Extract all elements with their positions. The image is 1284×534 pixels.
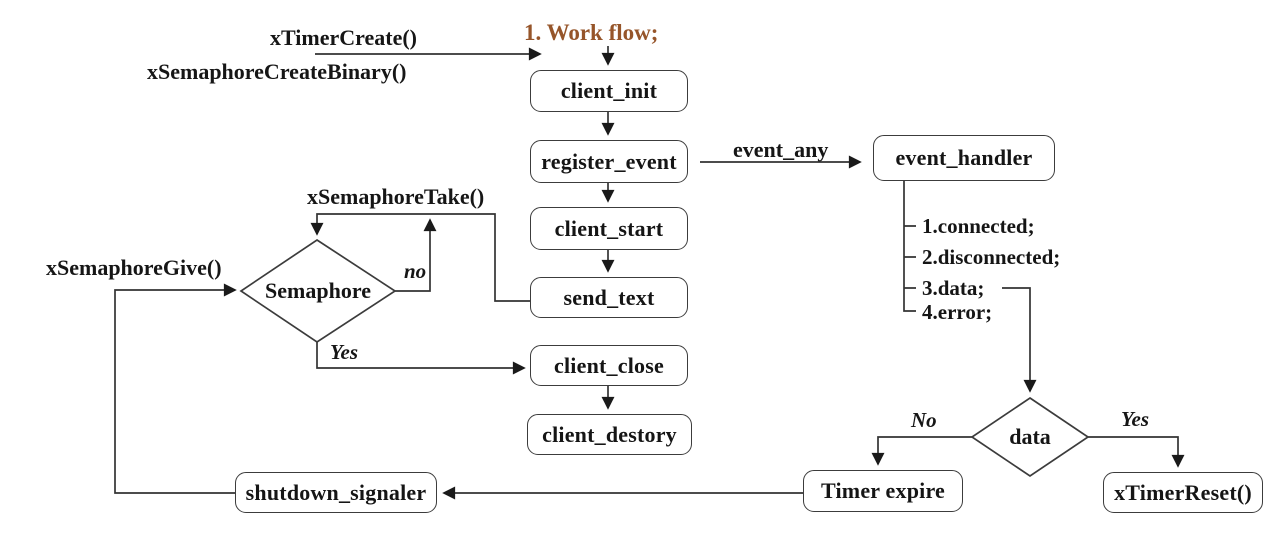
arrow-semaphore-yes xyxy=(316,342,526,375)
semaphore-yes-label: Yes xyxy=(330,340,358,364)
arrow-take-path xyxy=(310,213,530,302)
event-any-label: event_any xyxy=(733,137,829,162)
event-list-item-data: 3.data; xyxy=(922,276,985,300)
event-list-item-connected: 1.connected; xyxy=(922,214,1035,238)
data-diamond xyxy=(970,396,1090,478)
semaphore-give-label: xSemaphoreGive() xyxy=(46,255,222,280)
node-client-init: client_init xyxy=(530,70,688,112)
semaphore-no-label: no xyxy=(404,259,427,283)
node-client-destory: client_destory xyxy=(527,414,692,455)
arrow-give-path xyxy=(114,283,237,494)
node-register-event: register_event xyxy=(530,140,688,183)
arrow-data-branch xyxy=(1002,287,1037,393)
data-yes-label: Yes xyxy=(1121,407,1149,431)
semaphore-create-binary-label: xSemaphoreCreateBinary() xyxy=(147,59,407,84)
arrow-data-yes xyxy=(1088,436,1185,468)
event-list-spine xyxy=(903,181,916,312)
node-client-start: client_start xyxy=(530,207,688,250)
node-shutdown-signaler: shutdown_signaler xyxy=(235,472,437,513)
arrow-data-no xyxy=(871,436,972,466)
node-timer-expire: Timer expire xyxy=(803,470,963,512)
node-client-close: client_close xyxy=(530,345,688,386)
node-send-text: send_text xyxy=(530,277,688,318)
node-event-handler: event_handler xyxy=(873,135,1055,181)
semaphore-diamond xyxy=(239,238,397,344)
event-list-item-error: 4.error; xyxy=(922,300,993,324)
data-no-label: No xyxy=(911,408,937,432)
diagram-title: 1. Work flow; xyxy=(524,20,659,45)
timer-create-label: xTimerCreate() xyxy=(270,25,418,50)
semaphore-take-label: xSemaphoreTake() xyxy=(307,184,485,209)
decision-semaphore-label: Semaphore xyxy=(265,278,371,303)
decision-data-label: data xyxy=(1009,424,1051,449)
arrow-semaphore-no-loop xyxy=(395,218,437,292)
event-list-item-disconnected: 2.disconnected; xyxy=(922,245,1061,269)
node-timer-reset: xTimerReset() xyxy=(1103,472,1263,513)
